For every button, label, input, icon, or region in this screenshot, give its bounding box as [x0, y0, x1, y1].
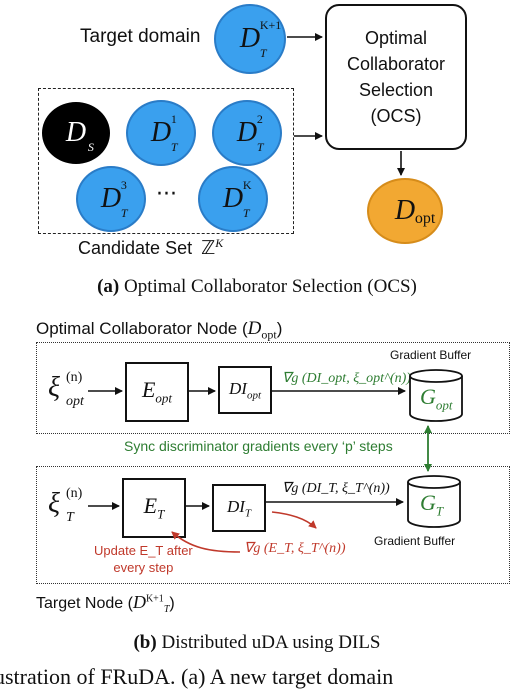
xi-t-input: ξ (n) T — [48, 486, 82, 525]
node-sub: opt — [414, 210, 436, 227]
xi-sub: T — [66, 510, 74, 525]
node-base: D — [65, 117, 87, 148]
xi-sup: (n) — [66, 370, 83, 385]
arrow-update-e — [171, 531, 241, 553]
discriminator-t-box: DIT — [212, 484, 266, 532]
gradient-buffer-top-label: Gradient Buffer — [390, 348, 472, 362]
g-base: G — [420, 490, 436, 515]
g-base: G — [420, 384, 436, 409]
caption-a-text: Optimal Collaborator Selection (OCS) — [124, 276, 417, 297]
caption-a: (a) Optimal Collaborator Selection (OCS) — [0, 276, 514, 298]
node-sub: T — [120, 206, 128, 220]
target-node-title-math: D — [132, 592, 146, 612]
candidate-ellipsis: ··· — [156, 182, 177, 207]
arrow-grad-e-out — [271, 511, 317, 529]
target-node-title-close: ) — [169, 595, 175, 612]
di-base: DI — [228, 378, 247, 398]
node-sup: K — [242, 178, 252, 192]
opt-node-title-sub: opt — [261, 327, 277, 342]
update-line-2: every step — [113, 560, 174, 575]
target-node-box — [36, 466, 510, 584]
caption-b-text: Distributed uDA using DILS — [161, 632, 381, 653]
node-sub: T — [242, 206, 250, 220]
candidate-set-box — [38, 88, 294, 234]
candidate-set-label: Candidate Set ℤK — [78, 236, 223, 260]
e-sub: opt — [155, 390, 173, 406]
e-sub: T — [157, 506, 165, 522]
opt-node-box — [36, 342, 510, 434]
candidate-set-sup: K — [215, 236, 224, 250]
node-base: D — [100, 183, 122, 214]
target-node-title-sup: K+1 — [145, 593, 164, 605]
node-sup: 2 — [256, 112, 263, 126]
node-sup: 1 — [170, 112, 177, 126]
target-node-title-text: Target Node ( — [36, 595, 133, 612]
g-t-cylinder-shape — [407, 475, 461, 528]
caption-a-tag: (a) — [97, 276, 120, 297]
opt-node-title-close: ) — [276, 319, 283, 338]
target-domain-label: Target domain — [80, 26, 201, 47]
g-opt-cylinder: Gopt — [408, 368, 464, 422]
xi-opt-input: ξ (n) opt — [48, 370, 84, 409]
grad-e-label: ∇g (E_T, ξ_T^(n)) — [244, 541, 346, 556]
target-node-title: Target Node (DK+1T) — [36, 592, 175, 615]
g-sub: T — [435, 503, 444, 519]
di-sub: opt — [246, 389, 261, 402]
node-sub: T — [256, 140, 264, 154]
e-base: E — [141, 377, 156, 403]
node-sup: K+1 — [259, 18, 282, 32]
grad-t-label: ∇g (DI_T, ξ_T^(n)) — [282, 481, 390, 496]
di-base: DI — [226, 496, 245, 516]
encoder-t-box: ET — [122, 478, 186, 538]
opt-node-title-math: D — [247, 318, 262, 339]
xi-sub: opt — [66, 394, 84, 409]
node-sub: S — [87, 140, 94, 154]
node-sup: 3 — [120, 178, 127, 192]
opt-node-title: Optimal Collaborator Node (Dopt) — [36, 318, 282, 342]
caption-b: (b) Distributed uDA using DILS — [0, 632, 514, 654]
node-sub: T — [170, 140, 178, 154]
di-sub: T — [244, 507, 252, 520]
e-base: E — [143, 493, 158, 519]
candidate-set-math: ℤ — [201, 238, 216, 259]
node-base: D — [394, 195, 416, 226]
ocs-box: Optimal Collaborator Selection (OCS) — [325, 4, 467, 150]
xi-base: ξ — [48, 372, 60, 403]
node-base: D — [236, 117, 258, 148]
g-t-cylinder: GT — [406, 474, 462, 528]
node-sub: T — [259, 46, 267, 60]
update-note: Update E_T after every step — [94, 542, 193, 576]
xi-sup: (n) — [66, 486, 83, 501]
grad-opt-label: ∇g (DI_opt, ξ_opt^(n)) — [282, 371, 411, 386]
candidate-set-text: Candidate Set — [78, 238, 193, 258]
discriminator-opt-box: DIopt — [218, 366, 272, 414]
g-sub: opt — [435, 397, 453, 413]
node-base: D — [222, 183, 244, 214]
xi-base: ξ — [48, 488, 60, 519]
opt-node-title-text: Optimal Collaborator Node ( — [36, 319, 248, 338]
gradient-buffer-bottom-label: Gradient Buffer — [374, 534, 456, 548]
target-node-title-sub: T — [163, 604, 170, 616]
sync-text: Sync discriminator gradients every ‘p’ s… — [124, 438, 393, 454]
g-opt-cylinder-shape — [409, 369, 463, 422]
node-base: D — [239, 23, 261, 54]
ocs-box-label: Optimal Collaborator Selection (OCS) — [346, 28, 446, 126]
update-line-1: Update E_T after — [94, 543, 193, 558]
node-base: D — [150, 117, 172, 148]
encoder-opt-box: Eopt — [125, 362, 189, 422]
caption-b-tag: (b) — [133, 632, 157, 653]
